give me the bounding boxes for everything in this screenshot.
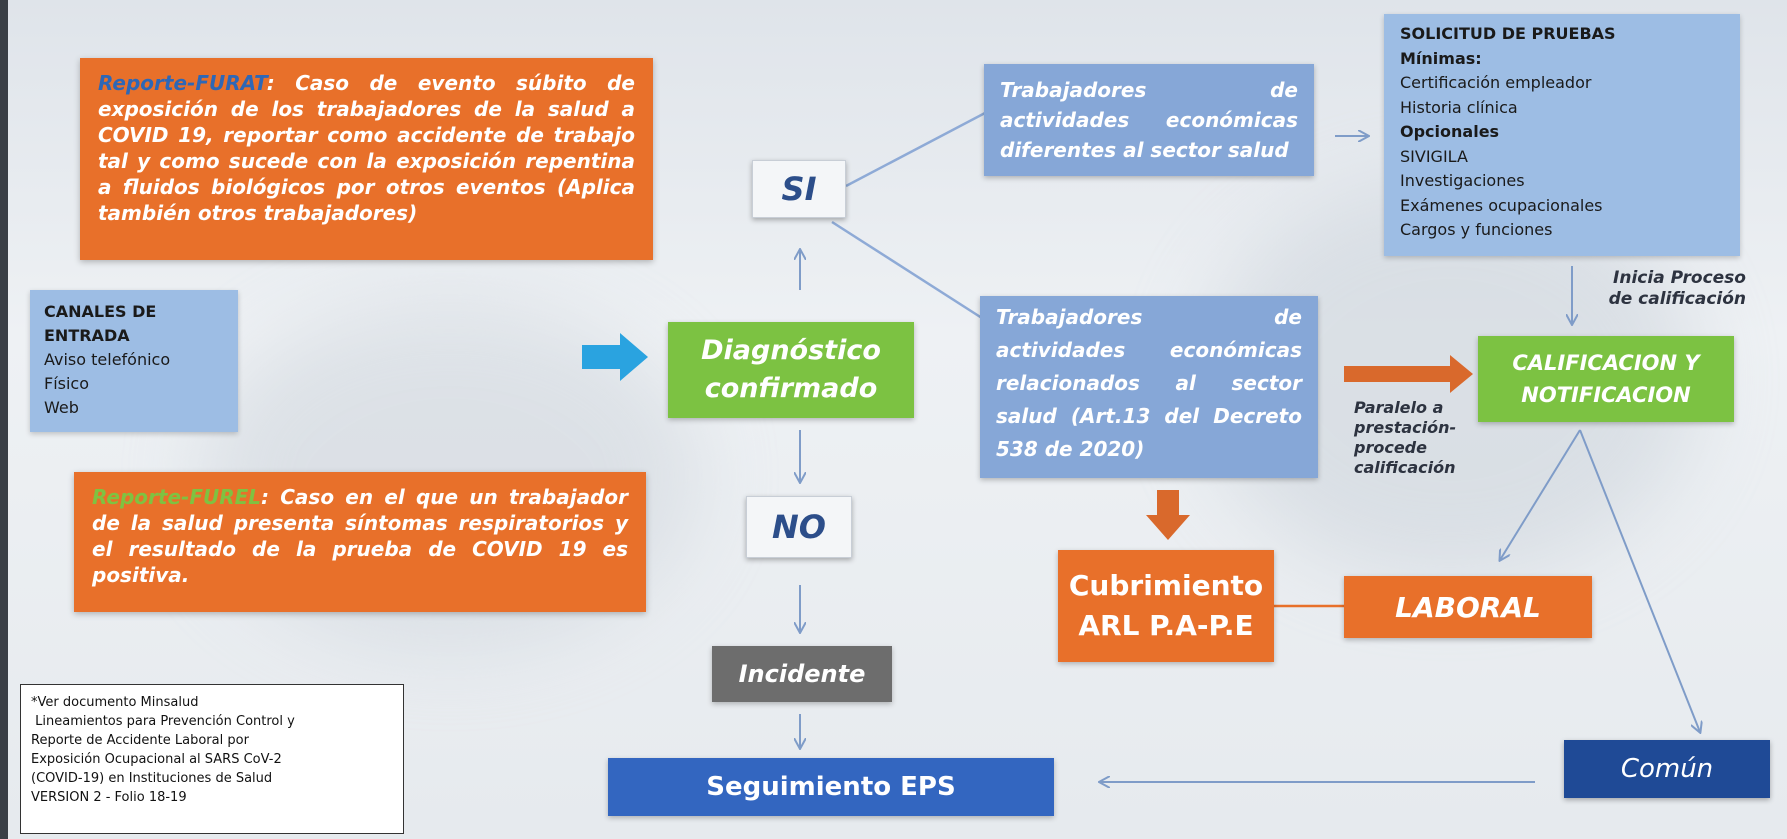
furat-note: Reporte-FURAT: Caso de evento súbito de …: [80, 58, 653, 260]
calificacion-line1: CALIFICACION Y: [1512, 351, 1700, 375]
trabajadores-salud-box: Trabajadores de actividades económicas r…: [980, 296, 1318, 478]
paralelo-label: Paralelo a prestación- procede calificac…: [1354, 398, 1456, 478]
laboral-box: LABORAL: [1344, 576, 1592, 638]
canales-item: Aviso telefónico: [44, 350, 171, 369]
solicitud-opt-label: Opcionales: [1400, 122, 1500, 141]
solicitud-opt-item: Cargos y funciones: [1400, 220, 1553, 239]
seguimiento-eps-box: Seguimiento EPS: [608, 758, 1054, 816]
canales-title-2: ENTRADA: [44, 326, 130, 345]
furat-text: : Caso de evento súbito de exposición de…: [98, 71, 635, 225]
arrow-canales-to-diagnostico: [582, 333, 648, 381]
solicitud-min-item: Historia clínica: [1400, 97, 1518, 117]
footnote-line: Lineamientos para Prevención Control y: [31, 714, 295, 729]
paralelo-line: prestación-: [1354, 418, 1457, 437]
no-label: NO: [746, 496, 852, 558]
arrow-salud-to-calificacion: [1344, 355, 1473, 393]
furel-note: Reporte-FUREL: Caso en el que un trabaja…: [74, 472, 646, 612]
canales-title-1: CANALES DE: [44, 302, 157, 321]
cubrimiento-arl-box: Cubrimiento ARL P.A-P.E: [1058, 550, 1274, 662]
arrow-to-laboral: [1500, 429, 1581, 560]
paralelo-line: procede: [1354, 438, 1427, 457]
left-frame-border: [0, 0, 8, 839]
furat-lead: Reporte-FURAT: [98, 71, 267, 95]
connector-si-to-salud: [831, 220, 986, 322]
calificacion-notificacion-box: CALIFICACION Y NOTIFICACION: [1478, 336, 1734, 422]
arrow-to-comun: [1579, 429, 1700, 732]
footnote-box: *Ver documento Minsalud Lineamientos par…: [20, 684, 404, 834]
inicia-line2: de calificación: [1608, 289, 1746, 309]
cubrimiento-line2: ARL P.A-P.E: [1078, 609, 1254, 642]
canales-entrada-box: CANALES DE ENTRADA Aviso telefónico Físi…: [30, 290, 238, 432]
paralelo-line: calificación: [1354, 458, 1456, 477]
diagnostico-line2: confirmado: [704, 373, 878, 404]
solicitud-min-item: Certificación empleador: [1400, 73, 1592, 92]
arrow-salud-to-cubrimiento: [1146, 490, 1190, 540]
solicitud-opt-item: SIVIGILA: [1400, 146, 1468, 166]
diagnostico-confirmado-box: Diagnóstico confirmado: [668, 322, 914, 418]
footnote-line: Exposición Ocupacional al SARS CoV-2: [31, 752, 282, 767]
footnote-line: (COVID-19) en Instituciones de Salud: [31, 771, 273, 786]
footnote-line: Reporte de Accidente Laboral por: [31, 733, 249, 748]
cubrimiento-line1: Cubrimiento: [1068, 569, 1264, 602]
incidente-box: Incidente: [712, 646, 892, 702]
inicia-proceso-label: Inicia Proceso de calificación: [1596, 268, 1746, 310]
trabajadores-otros-box: Trabajadores de actividades económicas d…: [984, 64, 1314, 176]
solicitud-min-label: Mínimas:: [1400, 48, 1482, 68]
si-label: SI: [752, 160, 846, 218]
furel-text: : Caso en el que un trabajador de la sal…: [92, 485, 628, 587]
calificacion-line2: NOTIFICACION: [1521, 383, 1691, 407]
canales-item: Web: [44, 398, 79, 417]
diagnostico-line1: Diagnóstico: [701, 335, 881, 366]
solicitud-pruebas-box: SOLICITUD DE PRUEBAS Mínimas: Certificac…: [1384, 14, 1740, 256]
canales-item: Físico: [44, 374, 90, 393]
furel-lead: Reporte-FUREL: [92, 485, 262, 509]
inicia-line1: Inicia Proceso: [1613, 268, 1746, 288]
footnote-line: *Ver documento Minsalud: [31, 695, 199, 710]
solicitud-opt-item: Investigaciones: [1400, 171, 1525, 190]
solicitud-title: SOLICITUD DE PRUEBAS: [1400, 24, 1616, 43]
comun-box: Común: [1564, 740, 1770, 798]
connector-si-to-otros: [845, 111, 986, 188]
solicitud-opt-item: Exámenes ocupacionales: [1400, 195, 1603, 215]
footnote-line: VERSION 2 - Folio 18-19: [31, 790, 187, 805]
paralelo-line: Paralelo a: [1354, 398, 1444, 417]
